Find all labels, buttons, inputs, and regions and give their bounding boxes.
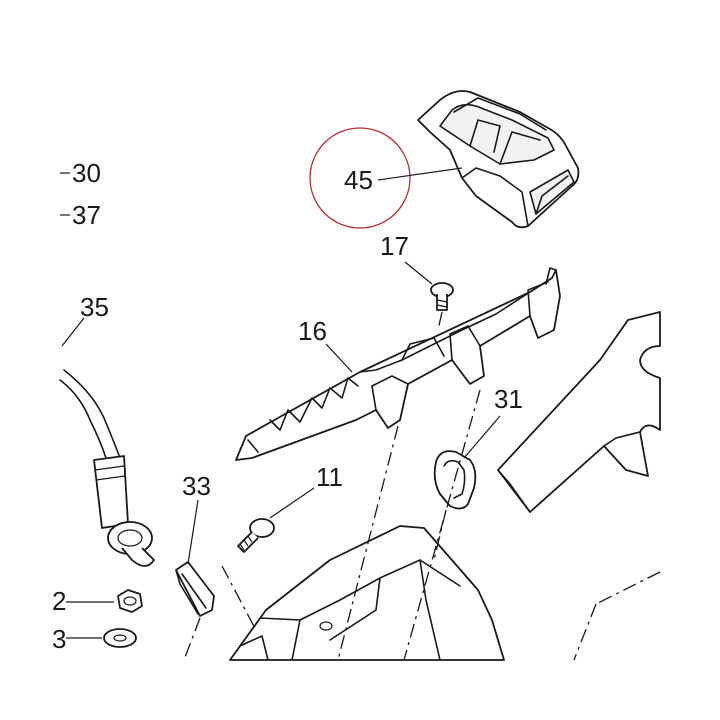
axis-17: [437, 311, 443, 331]
axis-33: [183, 617, 201, 661]
callout-35[interactable]: 35: [80, 292, 109, 322]
highlight-circle: [309, 127, 411, 229]
part-2-nut[interactable]: [117, 589, 143, 613]
axis-center: [403, 389, 481, 661]
part-45-cover[interactable]: [417, 90, 580, 229]
axis-grommet: [433, 509, 447, 561]
part-16-bracket[interactable]: [235, 267, 561, 461]
callout-11[interactable]: 11: [316, 462, 343, 492]
part-17-screw[interactable]: [430, 282, 454, 311]
leader-11: [269, 487, 315, 519]
part-33-clip[interactable]: [175, 561, 215, 617]
callout-31[interactable]: 31: [494, 384, 523, 414]
axis-right-lower: [573, 603, 597, 661]
callout-45[interactable]: 45: [344, 165, 373, 195]
housing-arm: [497, 311, 661, 513]
callout-3[interactable]: 3: [52, 624, 66, 654]
leader-17: [404, 261, 433, 285]
callout-17[interactable]: 17: [380, 231, 409, 261]
leader-35: [61, 317, 85, 347]
lower-housing: [229, 525, 505, 661]
leader-33: [187, 499, 199, 565]
callout-33[interactable]: 33: [182, 471, 211, 501]
axis-11: [221, 565, 259, 635]
leader-31: [463, 415, 501, 459]
part-3-washer[interactable]: [103, 628, 137, 648]
axis-left: [337, 425, 399, 661]
callout-2[interactable]: 2: [52, 586, 66, 616]
callout-30[interactable]: 30: [72, 158, 101, 188]
axis-right: [595, 571, 661, 605]
callout-16[interactable]: 16: [298, 316, 327, 346]
leader-16: [325, 343, 353, 373]
part-35-cable[interactable]: [59, 369, 155, 567]
leader-45: [377, 167, 463, 181]
callout-37[interactable]: 37: [72, 200, 101, 230]
part-11-screw[interactable]: [237, 518, 275, 553]
